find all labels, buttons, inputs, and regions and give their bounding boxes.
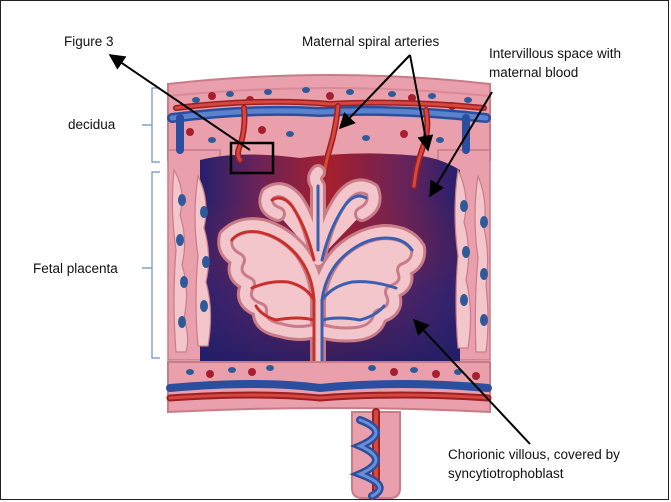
spiral-arteries-label: Maternal spiral arteries xyxy=(302,33,439,50)
figure-3-label: Figure 3 xyxy=(64,33,114,50)
chorionic-label-line2: syncytiotrophoblast xyxy=(448,465,564,482)
fetal-placenta-bracket xyxy=(142,172,160,358)
decidua-bracket xyxy=(142,88,160,162)
intervillous-label-line2: maternal blood xyxy=(489,64,578,81)
decidua-label: decidua xyxy=(68,116,115,133)
intervillous-label-line1: Intervillous space with xyxy=(489,45,621,62)
chorionic-label-line1: Chorionic villous, covered by xyxy=(448,446,620,463)
fetal-placenta-label: Fetal placenta xyxy=(33,260,118,277)
